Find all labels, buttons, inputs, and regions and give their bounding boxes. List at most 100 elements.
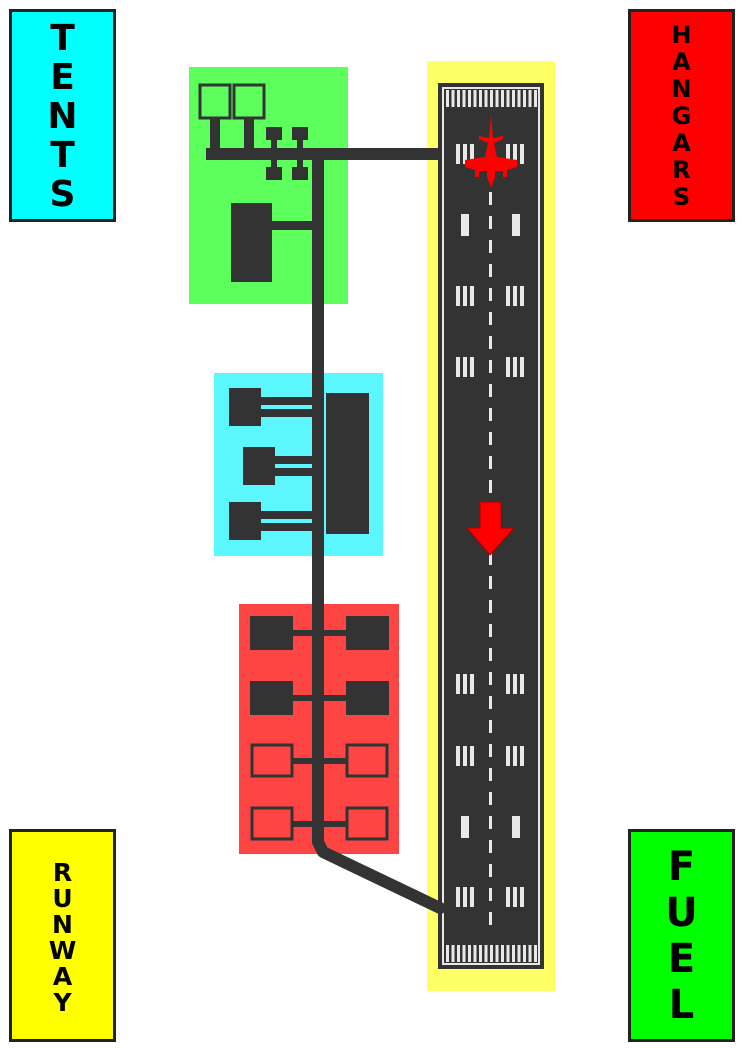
- threshold-bar: [457, 90, 460, 107]
- centerline-dash: [489, 216, 492, 229]
- runway-marking-bar: [463, 286, 467, 306]
- threshold-bar: [490, 945, 493, 962]
- legend-hangars: HANGARS: [628, 9, 735, 222]
- threshold-bar: [506, 90, 510, 107]
- fighter-jet-icon: [465, 115, 517, 188]
- runway-marking-bar: [456, 144, 460, 164]
- runway-marking-bar: [520, 286, 524, 306]
- runway-marking-bar: [456, 887, 460, 907]
- tents-structures: [198, 83, 318, 282]
- runway-marking-bar: [506, 674, 510, 694]
- runway-marking-bar: [470, 746, 474, 766]
- runway-marking-bar: [520, 357, 524, 377]
- threshold-bar: [495, 945, 499, 962]
- centerline-dash: [489, 624, 492, 637]
- threshold-bar: [528, 90, 532, 107]
- runway-marking-bar: [470, 357, 474, 377]
- runway-markings: [456, 144, 524, 907]
- centerline-dash: [489, 648, 492, 661]
- centerline-dash: [489, 696, 492, 709]
- centerline-dash: [489, 240, 492, 253]
- runway-marking-bar: [512, 214, 520, 236]
- runway-marking-bar: [506, 357, 510, 377]
- centerline-dash: [489, 456, 492, 469]
- centerline-dash: [489, 288, 492, 301]
- threshold-bar: [468, 90, 471, 107]
- threshold-bar: [457, 945, 460, 962]
- runway-marking-bar: [513, 357, 517, 377]
- legend-fuel-label: FUEL: [658, 843, 705, 1028]
- centerline-dash: [489, 360, 492, 373]
- threshold-bar: [462, 945, 466, 962]
- runway-threshold-bottom: [446, 945, 537, 962]
- legend-hangars-label: HANGARS: [667, 21, 696, 210]
- runway-marking-bar: [513, 887, 517, 907]
- threshold-bar: [528, 945, 532, 962]
- threshold-bar: [506, 945, 510, 962]
- runway-marking-bar: [506, 746, 510, 766]
- threshold-bar: [479, 945, 482, 962]
- runway-marking-bar: [463, 746, 467, 766]
- threshold-bar: [501, 945, 504, 962]
- runway-marking-bar: [506, 887, 510, 907]
- runway-marking-bar: [461, 214, 469, 236]
- threshold-bar: [523, 90, 526, 107]
- threshold-bar: [484, 90, 488, 107]
- threshold-bar: [534, 90, 537, 107]
- centerline-dash: [489, 912, 492, 925]
- runway-marking-bar: [463, 887, 467, 907]
- threshold-bar: [446, 90, 449, 107]
- threshold-bar: [501, 90, 504, 107]
- runway-marking-bar: [520, 674, 524, 694]
- runway-marking-bar: [512, 816, 520, 838]
- runway-marking-bar: [456, 286, 460, 306]
- threshold-bar: [468, 945, 471, 962]
- centerline-dash: [489, 336, 492, 349]
- threshold-bar: [495, 90, 499, 107]
- centerline-dash: [489, 792, 492, 805]
- runway-marking-bar: [470, 674, 474, 694]
- threshold-bar: [512, 945, 515, 962]
- runway-threshold-top: [446, 90, 537, 107]
- runway-marking-bar: [513, 144, 517, 164]
- centerline-dash: [489, 816, 492, 829]
- centerline-dash: [489, 576, 492, 589]
- centerline-dash: [489, 768, 492, 781]
- centerline-dash: [489, 864, 492, 877]
- runway-marking-bar: [513, 746, 517, 766]
- threshold-bar: [484, 945, 488, 962]
- centerline-dash: [489, 312, 492, 325]
- runway-marking-bar: [506, 144, 510, 164]
- runway-marking-bar: [520, 746, 524, 766]
- centerline-dash: [489, 408, 492, 421]
- threshold-bar: [512, 90, 515, 107]
- threshold-bar: [523, 945, 526, 962]
- threshold-bar: [517, 90, 521, 107]
- threshold-bar: [473, 945, 477, 962]
- legend-runway: RUNWAY: [9, 829, 116, 1042]
- legend-tents-label: TENTS: [42, 18, 83, 213]
- runway-marking-bar: [520, 144, 524, 164]
- runway-marking-bar: [513, 286, 517, 306]
- legend-runway-label: RUNWAY: [48, 857, 77, 1014]
- hangars-structures: [229, 388, 369, 540]
- runway-centerline: [489, 192, 492, 925]
- runway-marking-bar: [520, 887, 524, 907]
- runway-marking-bar: [456, 674, 460, 694]
- centerline-dash: [489, 192, 492, 205]
- runway-marking-bar: [456, 746, 460, 766]
- threshold-bar: [534, 945, 537, 962]
- runway-marking-bar: [463, 357, 467, 377]
- threshold-bar: [462, 90, 466, 107]
- runway-marking-bar: [513, 674, 517, 694]
- threshold-bar: [473, 90, 477, 107]
- threshold-bar: [451, 90, 455, 107]
- threshold-bar: [490, 90, 493, 107]
- centerline-dash: [489, 384, 492, 397]
- runway-marking-bar: [470, 887, 474, 907]
- runway-marking-bar: [463, 144, 467, 164]
- centerline-dash: [489, 720, 492, 733]
- runway-marking-bar: [470, 286, 474, 306]
- threshold-bar: [479, 90, 482, 107]
